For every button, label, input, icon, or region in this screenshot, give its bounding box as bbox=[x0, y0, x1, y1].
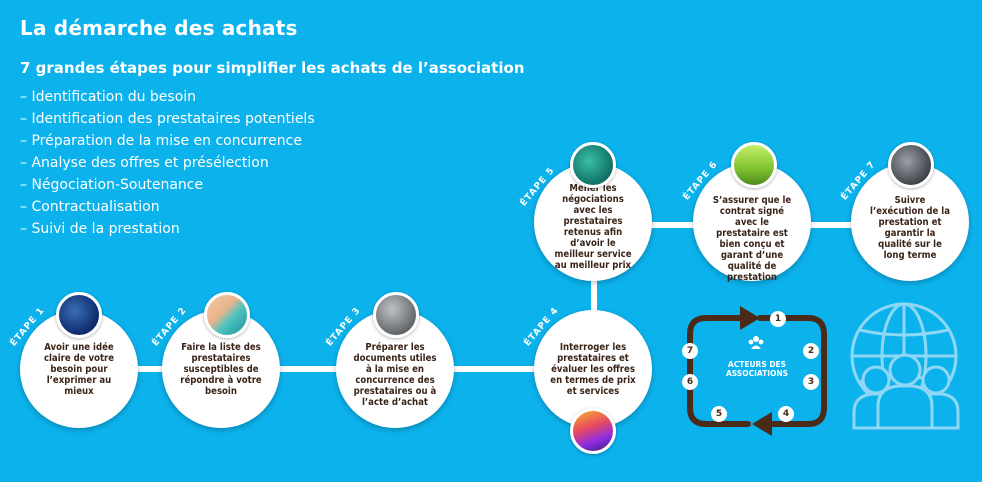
step-6-thumbnail bbox=[731, 142, 777, 188]
list-item: – Suivi de la prestation bbox=[20, 221, 180, 237]
page-title: La démarche des achats bbox=[20, 16, 298, 40]
page-subtitle: 7 grandes étapes pour simplifier les ach… bbox=[20, 59, 525, 77]
list-item: – Négociation-Soutenance bbox=[20, 177, 204, 193]
step-text: Suivre l’exécution de la prestation et g… bbox=[870, 195, 950, 261]
cycle-number-4: 4 bbox=[778, 406, 794, 422]
step-text: Faire la liste des prestataires suscepti… bbox=[180, 342, 262, 397]
step-text: Préparer les documents utiles à la mise … bbox=[353, 342, 437, 408]
step-1-thumbnail bbox=[56, 292, 102, 338]
step-3-circle: Préparer les documents utiles à la mise … bbox=[336, 310, 454, 428]
cycle-center-label: ACTEURS DES ASSOCIATIONS bbox=[725, 360, 789, 378]
step-text: S’assurer que le contrat signé avec le p… bbox=[712, 195, 792, 283]
cycle-number-7: 7 bbox=[682, 343, 698, 359]
list-item: – Contractualisation bbox=[20, 199, 160, 215]
step-text: Mener les négociations avec les prestata… bbox=[554, 183, 632, 271]
step-7-circle: Suivre l’exécution de la prestation et g… bbox=[851, 163, 969, 281]
list-item: – Identification du besoin bbox=[20, 89, 197, 105]
cycle-number-2: 2 bbox=[803, 343, 819, 359]
step-text: Avoir une idée claire de votre besoin po… bbox=[43, 342, 115, 397]
globe-people-icon bbox=[850, 302, 960, 430]
step-2-thumbnail bbox=[204, 292, 250, 338]
list-item: – Identification des prestataires potent… bbox=[20, 111, 315, 127]
step-4-thumbnail bbox=[570, 408, 616, 454]
summary-list: – Identification du besoin – Identificat… bbox=[20, 86, 315, 240]
step-text: Interroger les prestataires et évaluer l… bbox=[550, 342, 636, 397]
step-5-thumbnail bbox=[570, 142, 616, 188]
step-7-thumbnail bbox=[888, 142, 934, 188]
cycle-number-1: 1 bbox=[770, 311, 786, 327]
step-3-thumbnail bbox=[373, 292, 419, 338]
cycle-number-6: 6 bbox=[682, 374, 698, 390]
list-item: – Analyse des offres et présélection bbox=[20, 155, 269, 171]
cycle-number-3: 3 bbox=[803, 374, 819, 390]
cycle-number-5: 5 bbox=[711, 406, 727, 422]
list-item: – Préparation de la mise en concurrence bbox=[20, 133, 302, 149]
